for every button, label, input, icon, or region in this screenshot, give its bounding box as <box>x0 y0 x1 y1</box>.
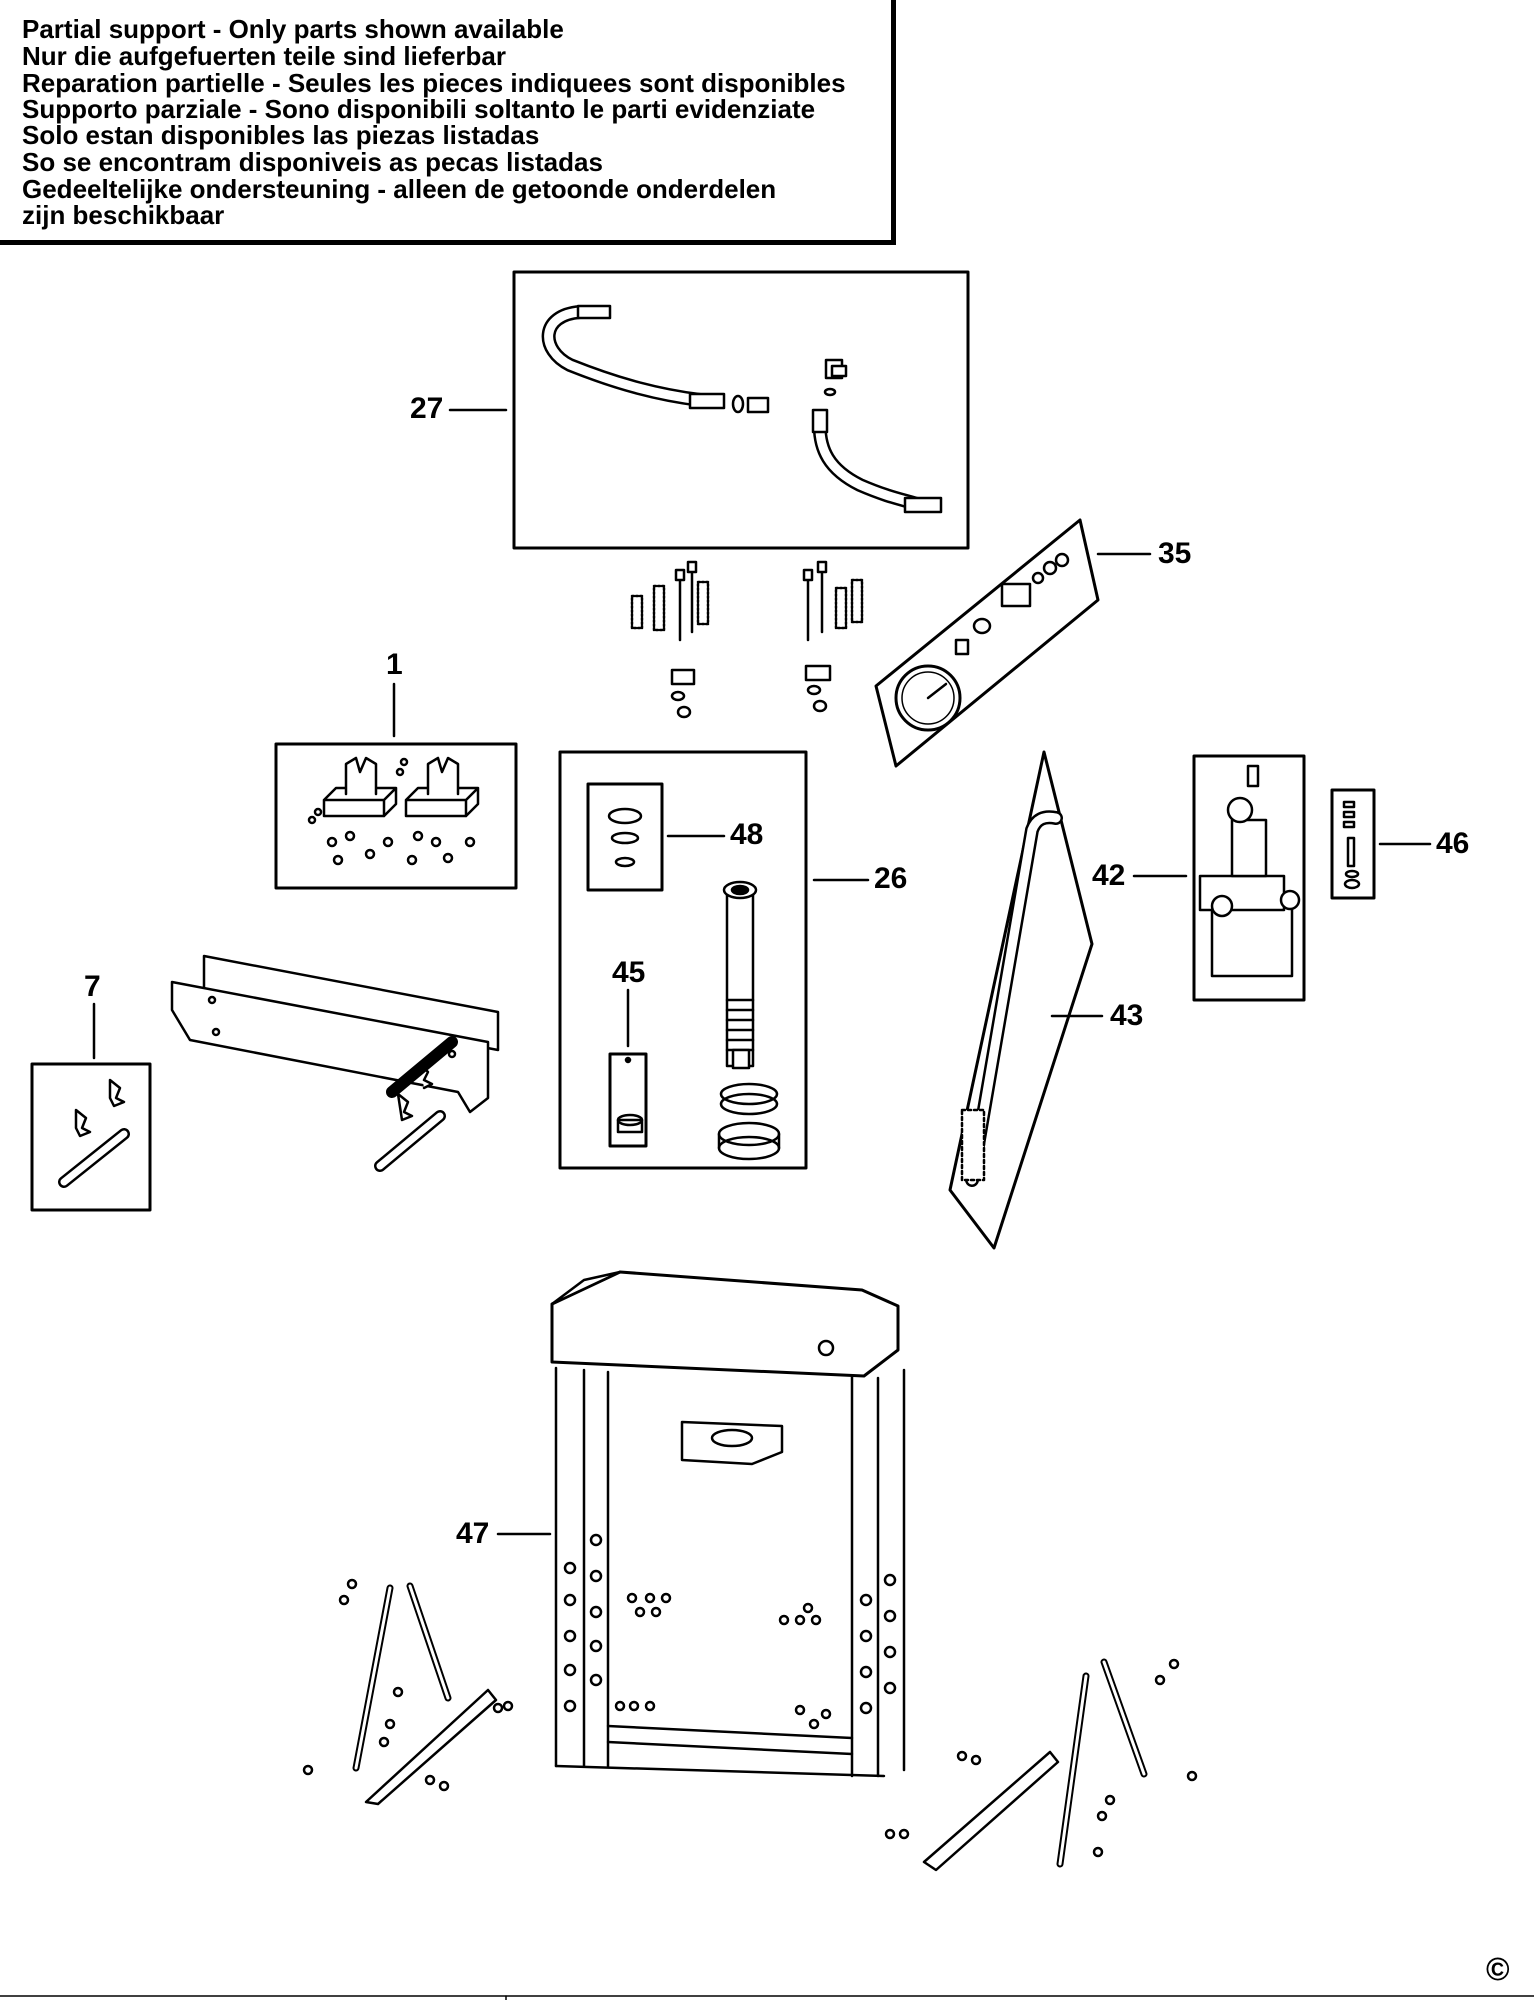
part-46-seal-kit <box>1330 788 1376 900</box>
notice-line-nl-cont: zijn beschikbaar <box>22 200 225 230</box>
part-47-press-frame <box>550 1270 906 1778</box>
part-1-v-blocks <box>274 742 518 890</box>
left-stand-legs <box>302 1578 514 1806</box>
springs-and-bolts <box>630 560 864 719</box>
part-43-handle <box>948 750 1094 1250</box>
notice-line-pt: So se encontram disponiveis as pecas lis… <box>22 147 603 177</box>
callout-46: 46 <box>1436 827 1470 860</box>
callout-27: 27 <box>410 392 444 425</box>
callout-35: 35 <box>1158 537 1192 570</box>
notice-line-nl: Gedeeltelijke ondersteuning - alleen de … <box>22 174 777 204</box>
press-head-plates <box>170 954 500 1172</box>
notice-line-fr: Reparation partielle - Seules les pieces… <box>22 68 846 98</box>
part-27-hose-kit <box>512 270 970 550</box>
callout-48: 48 <box>730 818 764 851</box>
notice-line-it: Supporto parziale - Sono disponibili sol… <box>22 94 816 124</box>
notice-line-en: Partial support - Only parts shown avail… <box>22 14 564 44</box>
callout-26: 26 <box>874 862 908 895</box>
callout-43: 43 <box>1110 999 1144 1032</box>
callout-42: 42 <box>1092 859 1126 892</box>
callout-1: 1 <box>386 648 403 681</box>
callout-45: 45 <box>612 956 646 989</box>
partial-support-notice: Partial support - Only parts shown avail… <box>0 0 896 245</box>
copyright-symbol: © <box>1486 1951 1510 1987</box>
part-26-cylinder-assembly <box>558 750 808 1170</box>
part-42-pump <box>1192 754 1306 1002</box>
notice-line-de: Nur die aufgefuerten teile sind lieferba… <box>22 41 506 71</box>
right-stand-legs <box>884 1658 1198 1872</box>
callout-7: 7 <box>84 970 101 1003</box>
part-7-pins <box>30 1062 152 1212</box>
notice-line-es: Solo estan disponibles las piezas listad… <box>22 120 540 150</box>
part-35-gauge-kit <box>874 518 1100 768</box>
callout-47: 47 <box>456 1517 490 1550</box>
